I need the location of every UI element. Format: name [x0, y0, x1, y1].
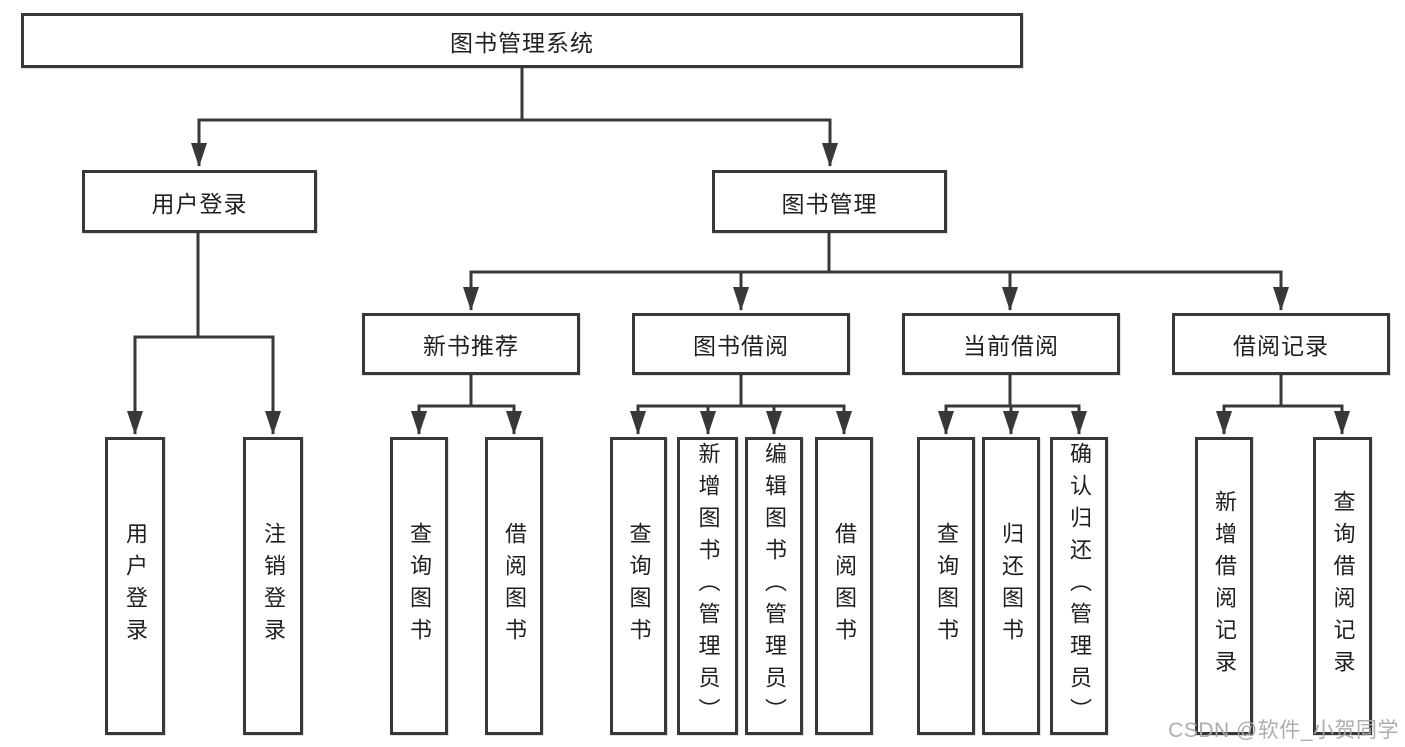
leaf-label: 归还图书 [999, 522, 1024, 650]
leaf-label: 查询借阅记录 [1330, 490, 1356, 682]
node-library-system: 图书管理系统 [21, 13, 1023, 68]
leaf-label: 新增图书（管理员） [695, 442, 721, 730]
leaf-add-books-admin: 新增图书（管理员） [677, 437, 738, 735]
node-book-borrowing: 图书借阅 [632, 313, 850, 375]
leaf-label: 新增借阅记录 [1212, 490, 1237, 682]
csdn-watermark: CSDN @软件_小贺同学 [1168, 719, 1399, 742]
leaf-label: 注销登录 [261, 522, 286, 650]
leaf-label: 用户登录 [123, 522, 148, 650]
node-user-login: 用户登录 [82, 170, 317, 233]
leaf-confirm-return-admin: 确认归还（管理员） [1050, 437, 1108, 735]
leaf-borrow-books: 借阅图书 [815, 437, 873, 735]
leaf-label: 查询图书 [407, 522, 432, 650]
leaf-label: 借阅图书 [502, 522, 527, 650]
leaf-edit-books-admin: 编辑图书（管理员） [745, 437, 803, 735]
leaf-label: 借阅图书 [832, 522, 857, 650]
leaf-return-books: 归还图书 [982, 437, 1040, 735]
node-current-borrowing: 当前借阅 [902, 313, 1120, 375]
leaf-label: 确认归还（管理员） [1067, 442, 1092, 730]
leaf-query-borrow-record: 查询借阅记录 [1313, 437, 1372, 735]
leaf-query-books-current: 查询图书 [917, 437, 975, 735]
leaf-label: 编辑图书（管理员） [762, 442, 787, 730]
leaf-borrow-books-recommend: 借阅图书 [485, 437, 543, 735]
leaf-label: 查询图书 [934, 522, 959, 650]
node-new-book-recommend: 新书推荐 [362, 313, 580, 375]
node-book-management: 图书管理 [712, 170, 947, 233]
leaf-user-login: 用户登录 [105, 437, 165, 735]
node-borrowing-records: 借阅记录 [1172, 313, 1390, 375]
leaf-logout: 注销登录 [243, 437, 303, 735]
leaf-query-books-recommend: 查询图书 [390, 437, 448, 735]
leaf-add-borrow-record: 新增借阅记录 [1195, 437, 1253, 735]
leaf-label: 查询图书 [626, 522, 652, 650]
leaf-query-books-borrow: 查询图书 [610, 437, 667, 735]
